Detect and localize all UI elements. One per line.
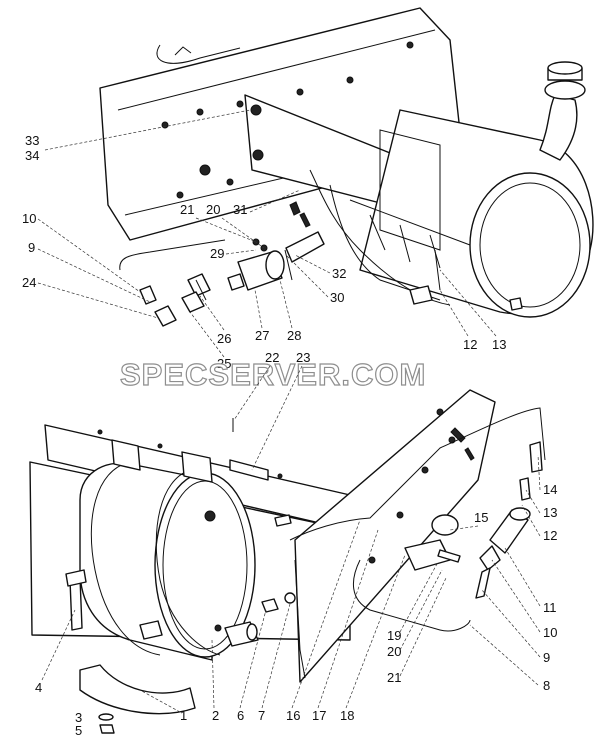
callout-8: 8 [543,678,550,693]
fuel-tank-upper [349,61,594,318]
callout-4: 4 [35,680,42,695]
tank-bracket-plate-lower [294,389,496,683]
callout-28: 28 [287,328,301,343]
callout-34: 34 [25,148,39,163]
bottom-assembly-view [29,389,546,734]
banjo-fittings-upper [139,273,211,327]
callout-23: 23 [296,350,310,365]
top-view-callouts: 33 34 10 9 24 21 20 31 29 32 30 26 25 27… [22,109,506,371]
fuel-line-lower [289,407,546,541]
callout-29: 29 [210,246,224,261]
washer-3 [98,713,114,721]
callout-10b: 10 [543,625,557,640]
callout-14: 14 [543,482,557,497]
bottom-view-callouts: 22 23 14 13 15 12 11 10 9 19 20 21 8 4 3… [35,350,557,738]
callout-10: 10 [22,211,36,226]
fuel-line-upper [119,184,441,301]
callout-25: 25 [217,356,231,371]
callout-27: 27 [255,328,269,343]
callout-19: 19 [387,628,401,643]
callout-12b: 12 [543,528,557,543]
callout-26: 26 [217,331,231,346]
top-assembly-view [99,7,594,327]
callout-22: 22 [265,350,279,365]
callout-5: 5 [75,723,82,738]
fuel-filter-upper [227,231,325,291]
callout-20: 20 [206,202,220,217]
callout-16: 16 [286,708,300,723]
callout-13: 13 [492,337,506,352]
callout-2: 2 [212,708,219,723]
callout-11: 11 [543,600,557,615]
callout-12: 12 [463,337,477,352]
watermark-text: SPECSERVER.COM [120,357,426,392]
callout-24: 24 [22,275,36,290]
callout-13b: 13 [543,505,557,520]
callout-20b: 20 [387,644,401,659]
tank-straps [79,439,221,715]
callout-31: 31 [233,202,247,217]
callout-21: 21 [180,202,194,217]
callout-18: 18 [340,708,354,723]
nut-5 [99,724,115,734]
callout-21b: 21 [387,670,401,685]
fuel-tank-lower [79,462,259,661]
callout-1: 1 [180,708,187,723]
callout-17: 17 [312,708,326,723]
callout-3: 3 [75,710,82,725]
callout-6: 6 [237,708,244,723]
callout-15: 15 [474,510,488,525]
fuel-filter-lower [475,441,543,599]
callout-7: 7 [258,708,265,723]
callout-30: 30 [330,290,344,305]
callout-9: 9 [28,240,35,255]
callout-32: 32 [332,266,346,281]
callout-33: 33 [25,133,39,148]
callout-9b: 9 [543,650,550,665]
